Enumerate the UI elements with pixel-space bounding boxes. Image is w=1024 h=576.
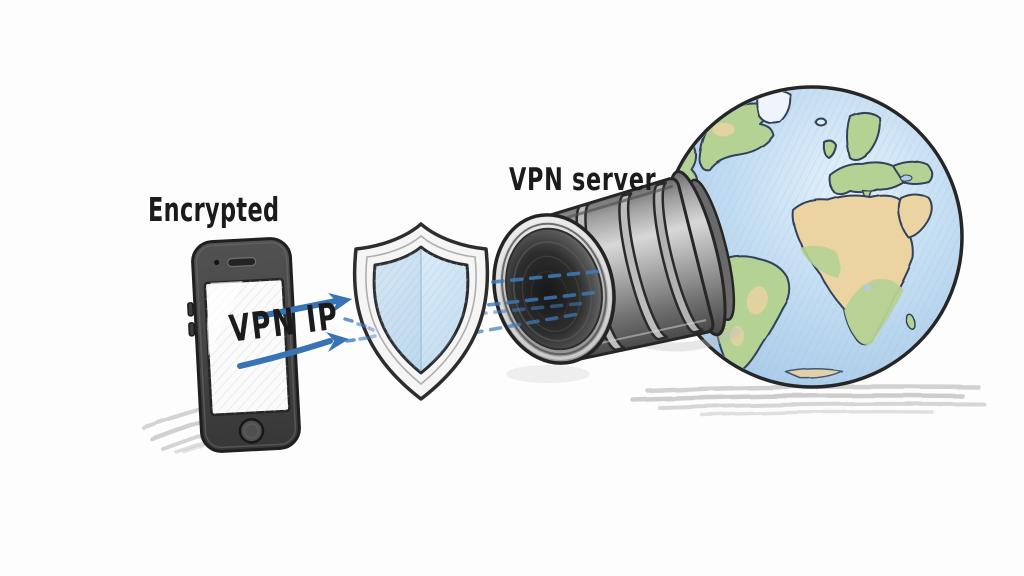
iceland: [815, 117, 827, 127]
data-stream-dashes: [468, 269, 604, 335]
arabia: [897, 193, 934, 239]
label-vpn-server: VPN server: [509, 162, 657, 198]
tunnel-ring-2: [618, 192, 669, 341]
lake-victoria: [864, 284, 870, 290]
shield: [352, 222, 490, 401]
british-isles: [822, 139, 837, 159]
south-america-tan2: [730, 326, 744, 346]
scandinavia: [846, 111, 882, 161]
phone-home-button-ring: [243, 423, 259, 439]
tunnel-coil-2: [521, 255, 581, 333]
madagascar: [905, 313, 917, 331]
vpn-tunnel: [492, 170, 736, 365]
tunnel-mouth-shadow: [506, 365, 590, 383]
south-america-tan1: [746, 286, 768, 314]
tunnel-mouth-inner-ring: [501, 222, 607, 356]
label-encrypted: Encrypted: [148, 190, 280, 229]
data-stream-2: [468, 290, 602, 309]
europe: [828, 161, 905, 196]
phone-volume-down: [188, 322, 196, 337]
globe-bottom-sliver: [785, 368, 843, 379]
data-stream-3: [474, 301, 588, 316]
arrow-upper-head: [328, 293, 352, 313]
black-sea: [899, 174, 913, 182]
phone-home-button: [238, 418, 265, 444]
arrow-lower-head: [326, 332, 349, 352]
globe-shadow: [630, 384, 986, 417]
phone-camera: [214, 259, 220, 266]
encryption-arrows: [237, 293, 377, 369]
data-stream-4: [470, 312, 580, 335]
data-stream-1: [472, 269, 604, 286]
phone-volume-up: [187, 302, 195, 317]
phone-edge-highlight: [195, 241, 297, 449]
tunnel-mouth-rim-highlight: [496, 218, 612, 360]
shield-left-shade: [374, 247, 421, 373]
tunnel-ring-3: [652, 181, 704, 334]
phone-screen-gloss: [206, 281, 243, 356]
north-america-tan-patch: [713, 123, 735, 137]
arrow-trail-dashes: [343, 317, 377, 343]
arrow-lower-shaft: [237, 338, 333, 369]
arrow-upper-shaft: [253, 298, 339, 320]
shield-bevel: [365, 234, 477, 386]
africa-south-green: [844, 279, 903, 345]
phone-speaker: [227, 256, 257, 268]
africa-sahel-green: [800, 245, 841, 278]
